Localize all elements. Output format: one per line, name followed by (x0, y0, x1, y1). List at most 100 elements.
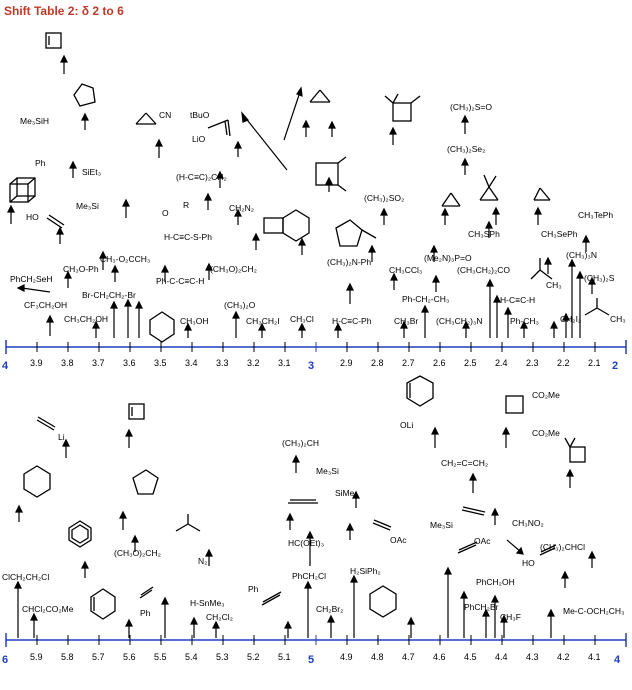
label-ch3br: CH₃Br (394, 316, 419, 326)
label-phch2seh: PhCH₂SeH (10, 274, 53, 284)
panel_top-tick-label: 3.5 (154, 358, 167, 368)
label-cf3ch2oh: CF₃CH₂OH (24, 300, 68, 310)
label-ch3cl: CH₃Cl (290, 314, 314, 324)
label-n2: N₂ (198, 556, 208, 566)
thf-structure (73, 83, 96, 107)
panel_bottom-tick-label: 4.6 (433, 652, 446, 662)
panel_bottom-tick-label: 4.9 (340, 652, 353, 662)
panel_top-tick-label: 2.4 (495, 358, 508, 368)
panel_bottom-tick-label: 5.7 (92, 652, 105, 662)
label-lio: LiO (192, 134, 206, 144)
arrows-top (7, 54, 596, 338)
label-ch32so: (CH₃)₂S=O (450, 102, 492, 112)
label-oli: OLi (400, 420, 414, 430)
vinyl-alcohol-structure (46, 214, 65, 229)
label-hccph: H-C≡C-Ph (332, 316, 372, 326)
label-me3si2: Me₃Si (316, 466, 339, 476)
panel_bottom-tick-label: 4.1 (588, 652, 601, 662)
label-ch3c: CH₃ (546, 280, 562, 290)
acetaldehyde-structure (530, 258, 553, 280)
axis-bottom-start: 6 (2, 654, 9, 666)
label-me3si3: Me₃Si (430, 520, 453, 530)
label-ch2cch2: CH₂=C=CH₂ (441, 458, 489, 468)
label-ch3ch2oh: CH₃CH₂OH (64, 314, 109, 324)
label-ho1: HO (26, 212, 39, 222)
panel_top-tick-label: 3.3 (216, 358, 229, 368)
panel_top-tick-label: 2.9 (340, 358, 353, 368)
thiete-structure (45, 32, 62, 49)
label-ch3o2ch2b: (CH₃O)₂CH₂ (114, 548, 161, 558)
oxirane-structure (441, 192, 461, 207)
label-ch3seph: CH₃SePh (541, 229, 578, 239)
alkene-bonds (139, 499, 557, 606)
dihydrothiophene-structure (132, 469, 159, 495)
panel_top-tick-label: 2.6 (433, 358, 446, 368)
panel_bottom-tick-label: 4.2 (557, 652, 570, 662)
label-or1: O (162, 208, 169, 218)
label-ph2: Ph (140, 608, 151, 618)
label-li: Li (58, 432, 65, 442)
label-oac2: OAc (474, 536, 491, 546)
diazoketone-structure (175, 514, 201, 532)
label-ch3ch23n: (CH₃CH₂)₃N (436, 316, 483, 326)
label-hsnme3: H-SnMe₃ (190, 598, 225, 608)
label-co2me2: CO₂Me (532, 428, 560, 438)
label-ch3occh3: CH₃-O₂CCH₃ (100, 254, 151, 264)
imidazolylidene-structure (335, 219, 377, 247)
epoxide-cn-structure (135, 112, 157, 125)
panel_top-tick-label: 3.7 (92, 358, 105, 368)
panel_top-tick-label: 3.6 (123, 358, 136, 368)
axis-top-start: 4 (2, 360, 9, 372)
dioxane-structure (149, 311, 175, 343)
label-chcl2co2me: CHCl₂CO₂Me (22, 604, 74, 614)
panel_top-tick-label: 2.7 (402, 358, 415, 368)
label-ph3: Ph (248, 584, 259, 594)
label-ch3o-ph: CH₃O-Ph (63, 264, 99, 274)
panel_bottom-tick-label: 5.2 (247, 652, 260, 662)
label-phch3: Ph-CH₃ (510, 316, 539, 326)
label-co2me1: CO₂Me (532, 390, 560, 400)
label-phchc: Ph-C-C≡C-H (156, 276, 205, 286)
label-ch3oh: CH₃OH (180, 316, 209, 326)
panel_top-tick-label: 3.4 (185, 358, 198, 368)
thiete-structure-2 (128, 403, 145, 420)
label-ch3no2: CH₃NO₂ (512, 518, 544, 528)
label-hcc2ch2: (H-C≡C)₂CH₂ (176, 172, 227, 182)
panel_top-tick-label: 3.1 (278, 358, 291, 368)
label-me3sih: Me₃SiH (20, 116, 49, 126)
axis-bottom-mid: 5 (308, 654, 315, 666)
azetidine-structure (505, 395, 524, 414)
panel_bottom-tick-label: 5.1 (278, 652, 291, 662)
panel_bottom-tick-label: 5.9 (30, 652, 43, 662)
vinyllithium-structure (36, 416, 56, 431)
label-tbuo: tBuO (190, 110, 210, 120)
panel_bottom-tick-label: 4.4 (495, 652, 508, 662)
label-phch2br: PhCH₂Br (464, 602, 499, 612)
label-hcch: H-C≡C-H (500, 295, 536, 305)
oxetane-structure (564, 437, 586, 463)
label-ch3ccl3: CH₃CCl₃ (389, 265, 423, 275)
label-ch32so2: (CH₃)₂SO₂ (364, 193, 405, 203)
thiirane-structure (533, 187, 551, 201)
label-oac1: OAc (390, 535, 407, 545)
panel_top-tick-label: 3.2 (247, 358, 260, 368)
panel_bottom-tick-label: 4.8 (371, 652, 384, 662)
cyclohexenolate-structure (406, 375, 434, 407)
label-phch2cl: PhCH₂Cl (292, 571, 326, 581)
cyclobutanedione-structure (315, 156, 347, 192)
label-ch3ch2i: CH₃CH₂I (246, 316, 280, 326)
label-ch33n: (CH₃)₃N (566, 250, 597, 260)
panel_bottom-tick-label: 5.3 (216, 652, 229, 662)
panel_bottom-tick-label: 5.8 (61, 652, 74, 662)
label-r1: R (183, 200, 190, 210)
panel_bottom-tick-label: 4.5 (464, 652, 477, 662)
label-sime3: SiMe₃ (335, 488, 358, 498)
axis-top-minor (36, 342, 596, 352)
dihydropyran-structure (369, 585, 397, 618)
panel_top-tick-label: 2.1 (588, 358, 601, 368)
label-hcoet3: HC(OEt)₃ (288, 538, 325, 548)
label-ho2: HO (522, 558, 535, 568)
dimethyloxirane-structure (479, 174, 499, 201)
label-ch3teph: CH₃TePh (578, 210, 614, 220)
axis-top-mid: 3 (308, 360, 315, 372)
